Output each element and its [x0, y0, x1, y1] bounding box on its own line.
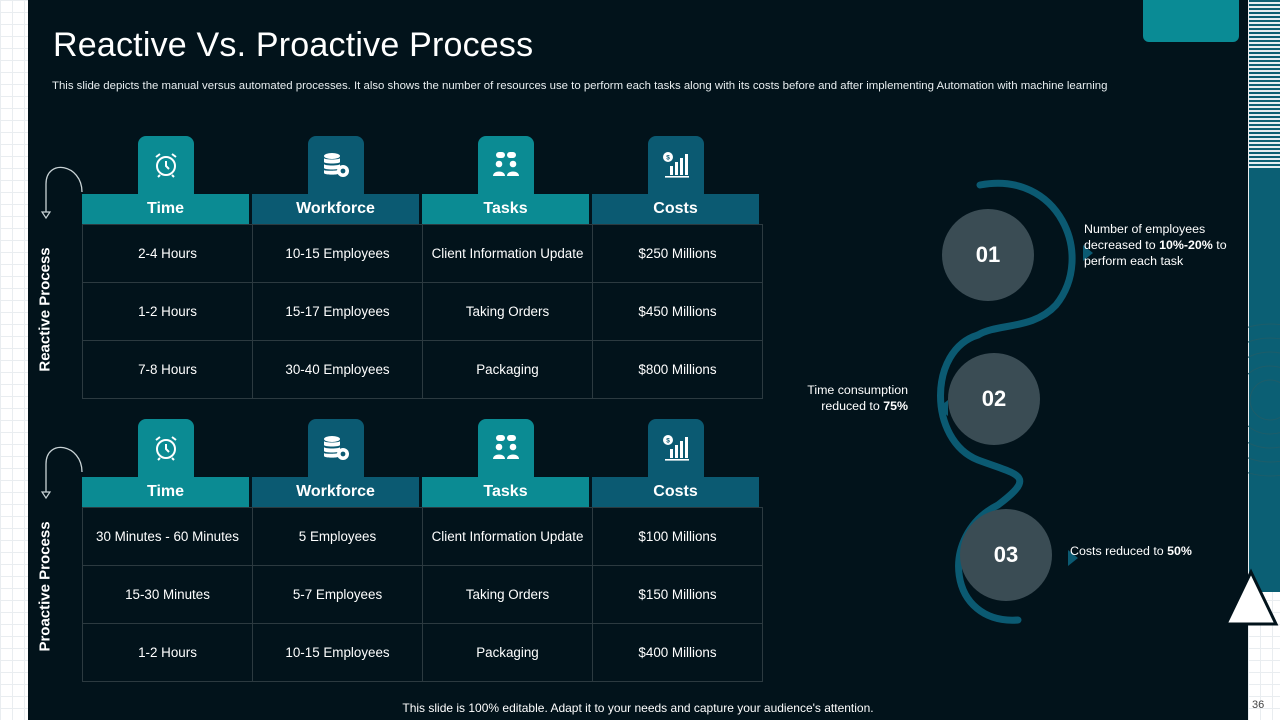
step-note-02: Time consumption reduced to 75% [807, 383, 908, 413]
table-cell: 1-2 Hours [138, 645, 197, 660]
bar-chart-dollar-icon: $ [661, 151, 691, 179]
svg-text:$: $ [666, 154, 670, 161]
step-circle-03: 03 [960, 509, 1052, 601]
table-cell: 1-2 Hours [138, 304, 197, 319]
table-cell: Taking Orders [422, 566, 592, 623]
reactive-header-label: Workforce [252, 194, 419, 224]
decorative-stripes [1249, 0, 1280, 168]
proactive-header-icon-tab: $ [648, 419, 704, 477]
bar-chart-dollar-icon: $ [661, 434, 691, 462]
proactive-header-time: Time [82, 419, 249, 507]
table-cell: Client Information Update [422, 225, 592, 282]
page-number: 36 [1252, 699, 1265, 711]
team-chat-icon [490, 434, 522, 462]
reactive-header-icon-tab [478, 136, 534, 194]
table-cell: 10-15 Employees [252, 225, 422, 282]
table-cell: Taking Orders [422, 283, 592, 340]
reactive-header-tasks: Tasks [422, 136, 589, 224]
table-cell: 2-4 Hours [138, 246, 197, 261]
proactive-header-workforce: Workforce [252, 419, 419, 507]
table-cell: $400 Millions [592, 624, 762, 681]
section-hook-icon [40, 166, 83, 220]
table-cell: 30-40 Employees [252, 341, 422, 398]
table-cell: $150 Millions [592, 566, 762, 623]
proactive-process-label: Proactive Process [36, 521, 54, 652]
proactive-header-label: Time [82, 477, 249, 507]
proactive-header-label: Workforce [252, 477, 419, 507]
table-cell: $250 Millions [592, 225, 762, 282]
step-circle-02: 02 [948, 353, 1040, 445]
reactive-header-label: Tasks [422, 194, 589, 224]
step-circle-01: 01 [942, 209, 1034, 301]
reactive-header-icon-tab [308, 136, 364, 194]
reactive-header-icon-tab [138, 136, 194, 194]
page-title: Reactive Vs. Proactive Process [53, 26, 534, 64]
step-note-03: Costs reduced to 50% [1070, 544, 1192, 558]
table-cell: 15-30 Minutes [125, 587, 210, 602]
proactive-header-label: Tasks [422, 477, 589, 507]
database-gear-icon [321, 151, 351, 179]
table-cell: Client Information Update [422, 508, 592, 565]
reactive-header-time: Time [82, 136, 249, 224]
table-cell: $450 Millions [592, 283, 762, 340]
reactive-header-icon-tab: $ [648, 136, 704, 194]
database-gear-icon [321, 434, 351, 462]
table-cell: Packaging [422, 341, 592, 398]
proactive-header-costs: $ Costs [592, 419, 759, 507]
table-cell: 15-17 Employees [252, 283, 422, 340]
table-cell: 5-7 Employees [252, 566, 422, 623]
table-cell: 10-15 Employees [252, 624, 422, 681]
proactive-header-icon-tab [138, 419, 194, 477]
reactive-header-costs: $ Costs [592, 136, 759, 224]
step-note-01: Number of employees decreased to 10%-20%… [1084, 222, 1227, 268]
timeline-path [937, 179, 1093, 624]
reactive-process-label: Reactive Process [36, 247, 54, 372]
table-cell: Packaging [422, 624, 592, 681]
alarm-clock-icon [152, 434, 180, 462]
proactive-header-tasks: Tasks [422, 419, 589, 507]
proactive-header-label: Costs [592, 477, 759, 507]
team-chat-icon [490, 151, 522, 179]
proactive-header-icon-tab [308, 419, 364, 477]
alarm-clock-icon [152, 151, 180, 179]
proactive-header-icon-tab [478, 419, 534, 477]
decorative-tab [1143, 0, 1239, 42]
table-cell: $100 Millions [592, 508, 762, 565]
slide: Reactive Vs. Proactive Process This slid… [28, 0, 1248, 720]
decorative-band [1249, 168, 1280, 592]
reactive-header-label: Costs [592, 194, 759, 224]
reactive-header-label: Time [82, 194, 249, 224]
section-hook-icon [40, 446, 83, 500]
table-cell: $800 Millions [592, 341, 762, 398]
table-cell: 7-8 Hours [138, 362, 197, 377]
svg-text:$: $ [666, 437, 670, 444]
decorative-triangle [1223, 568, 1279, 626]
footer-note: This slide is 100% editable. Adapt it to… [402, 701, 874, 715]
table-cell: 5 Employees [252, 508, 422, 565]
page-subtitle: This slide depicts the manual versus aut… [52, 80, 1108, 92]
reactive-header-workforce: Workforce [252, 136, 419, 224]
table-cell: 30 Minutes - 60 Minutes [96, 529, 239, 544]
